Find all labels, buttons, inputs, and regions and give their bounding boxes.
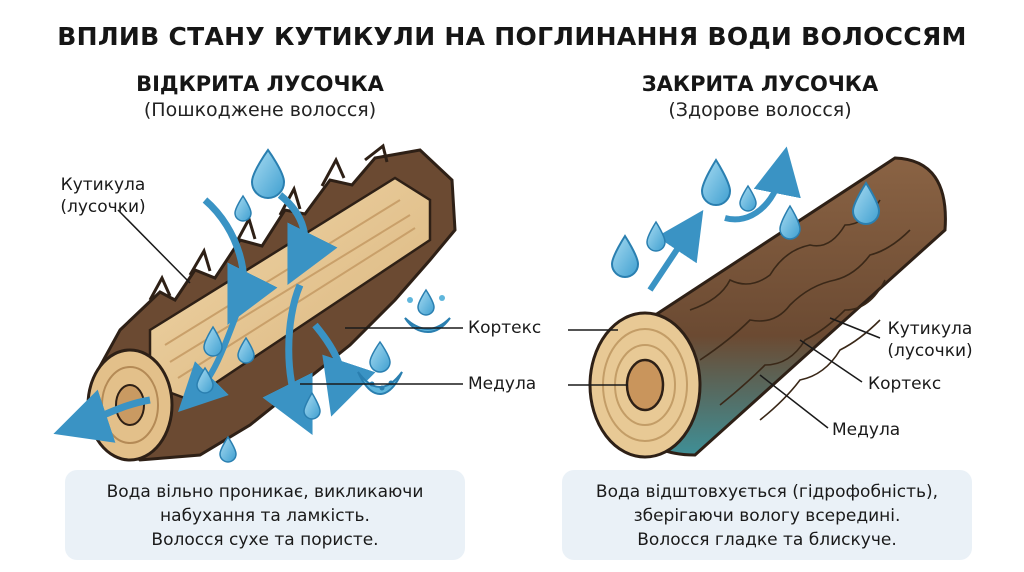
left-medulla-label: Медула (468, 374, 537, 394)
right-note-line: зберігаючи вологу всередині. (633, 506, 901, 526)
right-medulla-label: Медула (832, 420, 901, 440)
left-note-line: набухання та ламкість. (160, 506, 370, 526)
damaged-hair-illustration (53, 143, 463, 463)
right-note-box: Вода відштовхується (гідрофобність), збе… (562, 470, 972, 560)
left-cuticle-label-line1: Кутикула (60, 175, 146, 195)
left-cuticle-label-line2: (лусочки) (60, 197, 146, 217)
page-title: ВПЛИВ СТАНУ КУТИКУЛИ НА ПОГЛИНАННЯ ВОДИ … (57, 22, 967, 51)
left-note-line: Волосся сухе та пористе. (151, 530, 379, 550)
left-cortex-label: Кортекс (468, 318, 542, 338)
healthy-hair-illustration (568, 146, 947, 459)
right-cuticle-label: Кутикула (лусочки) (870, 318, 990, 362)
right-note-line: Вода відштовхується (гідрофобність), (595, 482, 939, 502)
left-note-box: Вода вільно проникає, викликаючи набухан… (65, 470, 465, 560)
right-cuticle-label-line1: Кутикула (887, 319, 973, 339)
right-cuticle-label-line2: (лусочки) (887, 341, 973, 361)
left-cuticle-label: Кутикула (лусочки) (38, 174, 168, 218)
right-cortex-label: Кортекс (868, 374, 942, 394)
left-note-line: Вода вільно проникає, викликаючи (106, 482, 424, 502)
right-panel-heading: ЗАКРИТА ЛУСОЧКА (641, 72, 879, 96)
left-panel-subheading: (Пошкоджене волосся) (143, 99, 377, 121)
left-panel-heading: ВІДКРИТА ЛУСОЧКА (136, 72, 384, 96)
right-panel-subheading: (Здорове волосся) (668, 99, 852, 121)
right-note-line: Волосся гладке та блискуче. (637, 530, 897, 550)
